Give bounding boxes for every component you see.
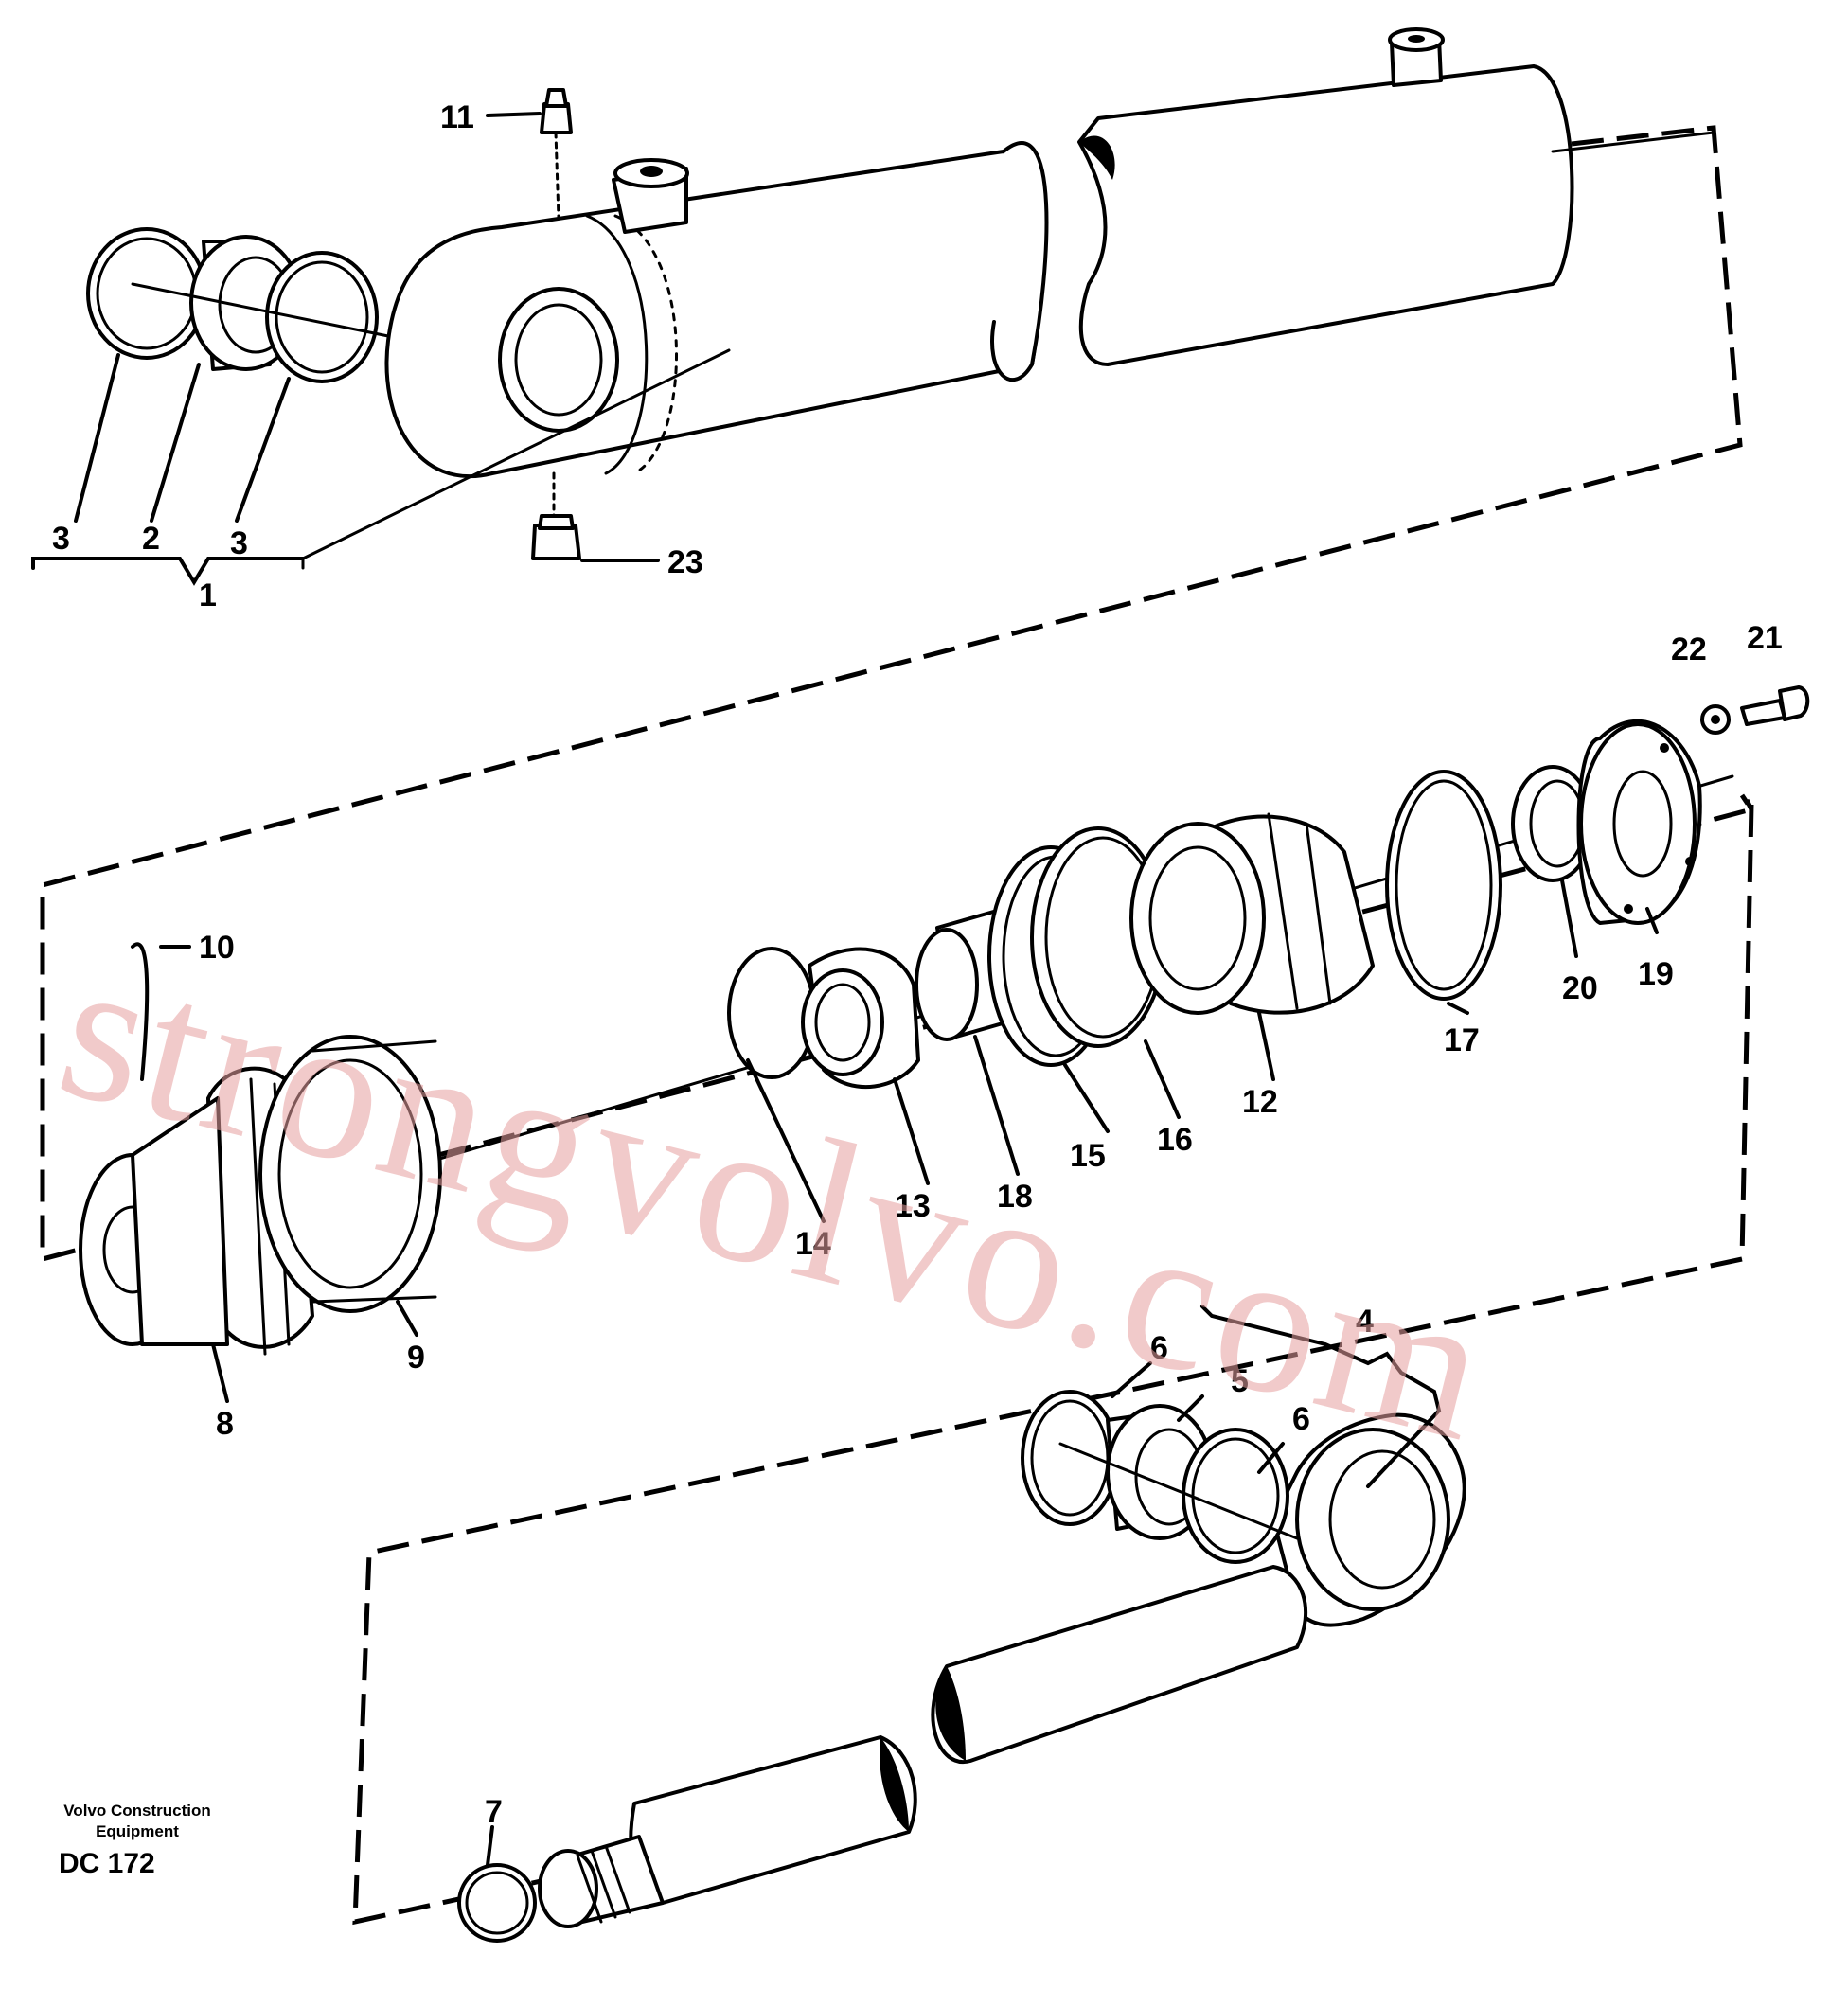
plug-23 bbox=[531, 471, 581, 560]
grease-nipple-11 bbox=[540, 88, 573, 220]
callout-3b: 3 bbox=[230, 525, 248, 561]
caption-company: Volvo Construction bbox=[63, 1802, 211, 1820]
callout-4: 4 bbox=[1356, 1304, 1374, 1340]
callout-20: 20 bbox=[1562, 970, 1598, 1006]
callout-14: 14 bbox=[795, 1226, 831, 1262]
callout-12: 12 bbox=[1242, 1084, 1278, 1120]
callout-6b: 6 bbox=[1292, 1401, 1310, 1437]
callout-23: 23 bbox=[667, 544, 703, 580]
callout-11: 11 bbox=[440, 99, 474, 135]
piston-assembly bbox=[79, 685, 1810, 1356]
callout-18: 18 bbox=[997, 1179, 1033, 1215]
callout-6a: 6 bbox=[1150, 1330, 1168, 1366]
brace-group-1 bbox=[31, 557, 305, 586]
piston-rod-assembly bbox=[457, 1390, 1466, 1943]
callout-labels: 1 2 3 3 4 5 6 6 7 8 9 10 11 12 13 14 15 … bbox=[52, 99, 1783, 1830]
callout-16: 16 bbox=[1157, 1122, 1193, 1158]
caption-block: Volvo Construction Equipment DC 172 bbox=[59, 1802, 211, 1879]
caption-equipment: Equipment bbox=[96, 1822, 179, 1840]
callout-21: 21 bbox=[1747, 620, 1783, 656]
callout-7: 7 bbox=[485, 1794, 503, 1830]
callout-10: 10 bbox=[199, 930, 235, 966]
callout-9: 9 bbox=[407, 1340, 425, 1376]
callout-22: 22 bbox=[1671, 631, 1707, 667]
callout-5: 5 bbox=[1231, 1363, 1249, 1399]
leader-lines bbox=[74, 112, 1659, 1867]
brace-group-4 bbox=[1200, 1305, 1442, 1488]
caption-code: DC 172 bbox=[59, 1848, 155, 1879]
callout-15: 15 bbox=[1070, 1138, 1106, 1174]
cylinder-tube bbox=[301, 27, 1715, 570]
callout-2: 2 bbox=[142, 521, 160, 557]
callout-1: 1 bbox=[199, 577, 217, 613]
callout-3a: 3 bbox=[52, 521, 70, 557]
callout-13: 13 bbox=[895, 1188, 931, 1224]
callout-8: 8 bbox=[216, 1406, 234, 1442]
top-bearing-set bbox=[86, 227, 390, 383]
callout-19: 19 bbox=[1638, 956, 1674, 992]
callout-17: 17 bbox=[1444, 1022, 1480, 1058]
